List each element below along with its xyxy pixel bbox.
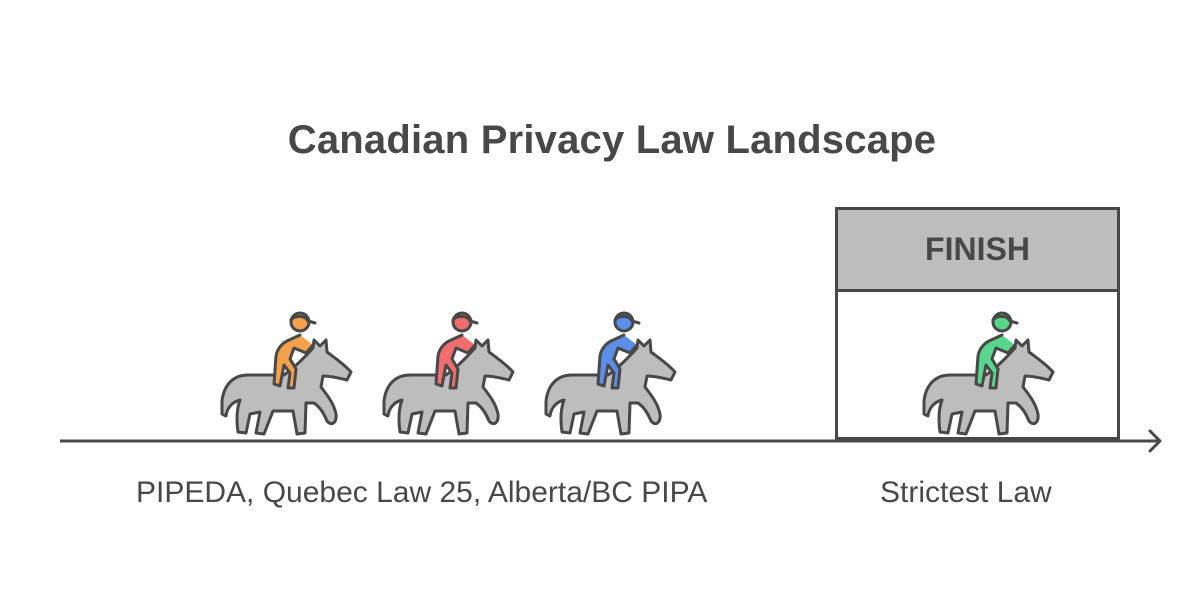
rider-orange: [218, 310, 358, 445]
rider-green: [920, 310, 1060, 445]
horse-rider-icon: [382, 311, 515, 436]
finish-label: FINISH: [838, 210, 1117, 292]
horse-rider-icon: [220, 311, 353, 436]
horse-rider-icon: [922, 311, 1055, 436]
finish-gate: FINISH: [835, 207, 1120, 440]
rider-red: [380, 310, 520, 445]
arrowhead-icon: [1148, 429, 1162, 453]
diagram-title: Canadian Privacy Law Landscape: [287, 118, 937, 162]
current-laws-label: PIPEDA, Quebec Law 25, Alberta/BC PIPA: [136, 476, 708, 509]
rider-blue: [542, 310, 682, 445]
horse-rider-icon: [544, 311, 677, 436]
strictest-law-label: Strictest Law: [880, 476, 1052, 509]
